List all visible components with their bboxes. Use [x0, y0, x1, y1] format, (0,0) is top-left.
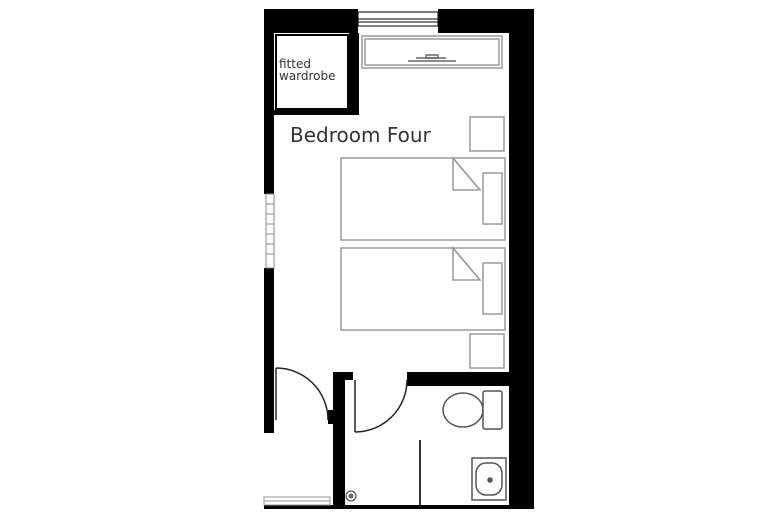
left-window — [265, 193, 275, 269]
right-wall — [509, 9, 534, 509]
desk-unit — [361, 35, 503, 69]
bedside-table-bottom — [469, 333, 505, 369]
toilet — [442, 390, 503, 430]
walls — [264, 9, 534, 509]
top-window — [357, 11, 439, 27]
top-wall-left — [264, 9, 358, 33]
washbasin — [471, 457, 507, 501]
ensuite-left-wall — [333, 372, 345, 509]
ensuite-door — [354, 379, 408, 433]
bedside-table-top — [469, 116, 505, 152]
bedroom-entry-door — [275, 367, 329, 421]
ensuite-top-wall-right — [407, 372, 509, 386]
corridor-wall-lower — [264, 420, 274, 432]
shower-drain — [345, 490, 357, 502]
bottom-window — [263, 496, 331, 506]
left-wall-upper — [264, 9, 274, 194]
bottom-wall — [264, 505, 534, 509]
wardrobe-right-wall — [349, 33, 359, 110]
wardrobe-label-line2: wardrobe — [279, 69, 336, 83]
bed-upper — [340, 155, 506, 241]
room-label: Bedroom Four — [290, 123, 432, 147]
ensuite-left-wall-stub — [328, 410, 333, 424]
bed-lower — [340, 245, 506, 331]
wardrobe-interior — [275, 34, 349, 110]
wardrobe-label-line1: fitted — [279, 57, 311, 71]
left-wall-lower — [264, 268, 274, 433]
wardrobe-bottom-wall — [274, 110, 359, 115]
